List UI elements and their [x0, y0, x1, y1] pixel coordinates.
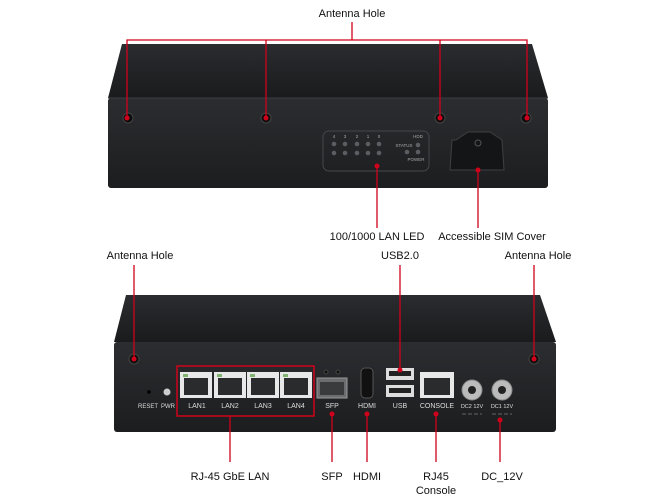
callout-usb: USB2.0: [381, 250, 419, 262]
led-port-label: 3: [344, 134, 347, 139]
lan-port: [247, 372, 279, 398]
callout-console-line2: Console: [416, 485, 456, 497]
power-led-label: POWER: [407, 157, 425, 162]
callout-antenna-hole-right: Antenna Hole: [505, 250, 572, 262]
dc2-label: DC2 12V: [461, 404, 484, 410]
callout-antenna-hole-left: Antenna Hole: [107, 250, 174, 262]
lan-leds: [331, 141, 421, 156]
dc1-label: DC1 12V: [491, 404, 514, 410]
led-port-label: 4: [333, 134, 336, 139]
front-callouts: Antenna Hole USB2.0 Antenna Hole RJ-45 G…: [107, 250, 572, 497]
lan4-label: LAN4: [287, 403, 305, 410]
chassis-top-surface: [108, 44, 548, 98]
hdd-led-label: HDD: [413, 134, 423, 139]
callout-lan: RJ-45 GbE LAN: [191, 471, 270, 483]
callout-hdmi: HDMI: [353, 471, 381, 483]
led-port-label: 0: [378, 134, 381, 139]
callout-sfp: SFP: [321, 471, 342, 483]
lan2-label: LAN2: [221, 403, 239, 410]
power-button: [163, 388, 171, 396]
lan-port: [214, 372, 246, 398]
lan-highlight-box: [176, 365, 315, 417]
sim-cover: [449, 131, 505, 171]
callout-dc: DC_12V: [481, 471, 523, 483]
callout-antenna-hole-top: Antenna Hole: [319, 8, 386, 20]
callout-console-line1: RJ45: [423, 471, 449, 483]
top-callouts: Antenna Hole 100/1000 LAN LED Accessible…: [124, 8, 546, 243]
device-top-view: 4 3 2 1 0 HDD STATUS POWER: [108, 44, 548, 188]
led-port-label: 2: [356, 134, 359, 139]
hdmi-label: HDMI: [358, 403, 376, 410]
reset-label: RESET: [138, 404, 158, 410]
console-label: CONSOLE: [420, 403, 455, 410]
sfp-label: SFP: [325, 403, 339, 410]
lan3-label: LAN3: [254, 403, 272, 410]
lan-ports: LAN1 LAN2 LAN3 LAN4: [180, 372, 312, 410]
callout-sim-cover: Accessible SIM Cover: [438, 231, 546, 243]
led-panel: 4 3 2 1 0 HDD STATUS POWER: [322, 130, 430, 172]
led-port-label: 1: [367, 134, 370, 139]
lan1-label: LAN1: [188, 403, 206, 410]
device-front-view: RESET PWR LAN1 LAN2 LAN3 LAN4 SFP HDMI U…: [114, 295, 556, 432]
status-led-label: STATUS: [395, 143, 412, 148]
chassis-top-surface: [114, 295, 556, 342]
pwr-label: PWR: [161, 404, 176, 410]
sim-cover-screw-icon: [474, 139, 482, 147]
hdmi-port: [360, 367, 374, 399]
lan-port: [180, 372, 212, 398]
reset-button: [147, 390, 151, 394]
lan-port: [280, 372, 312, 398]
usb-label: USB: [393, 403, 408, 410]
callout-lan-led: 100/1000 LAN LED: [330, 231, 425, 243]
